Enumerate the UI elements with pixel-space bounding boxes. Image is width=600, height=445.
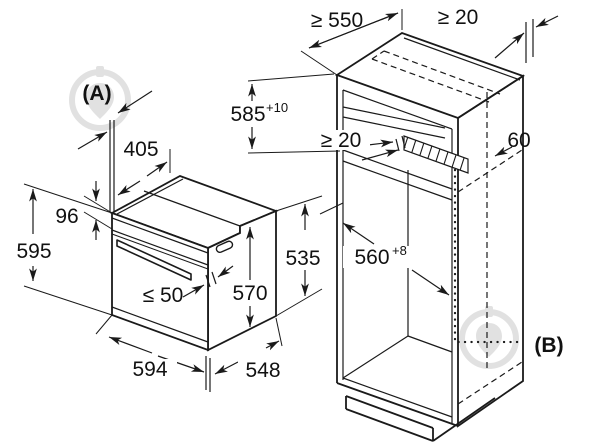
view-b-marker: (B)	[534, 334, 563, 357]
cabinet-top-fill	[337, 33, 523, 118]
oven-drawing	[109, 175, 279, 352]
dim-oven-depth: 548	[245, 359, 280, 382]
dim-oven-body-height: 570	[232, 282, 267, 305]
dim-niche-width: 560	[354, 246, 389, 269]
cabinet-side-fill	[458, 76, 523, 426]
watermark-logo-b	[459, 306, 519, 369]
dim-rear-gap-top: ≥ 20	[438, 6, 479, 29]
dim-vent-gap: ≥ 20	[321, 129, 362, 152]
vent-shelf-edge	[342, 149, 453, 190]
dim-oven-height: 595	[16, 240, 51, 263]
dim-niche-width-tolerance: +8	[392, 243, 407, 258]
dim-oven-rear-height: 535	[285, 247, 320, 270]
side-grip-hole	[215, 240, 234, 254]
control-panel-edge	[111, 229, 209, 266]
door-bottom-edge	[111, 306, 209, 343]
dim-oven-width: 594	[132, 358, 167, 381]
dim-niche-height: 585	[230, 103, 265, 126]
dim-niche-height-tolerance: +10	[266, 100, 288, 115]
dim-niche-depth-min: ≥ 550	[311, 9, 363, 32]
dim-vent-strip: 60	[507, 129, 530, 152]
watermark-logo-a	[69, 66, 131, 131]
dimension-annotations: (A) 405 96 595 ≤ 50 570	[11, 6, 564, 392]
door-handle	[116, 239, 192, 281]
dim-front-clearance: ≤ 50	[143, 284, 184, 307]
dim-control-panel-height: 96	[55, 205, 78, 228]
view-a-marker: (A)	[82, 82, 111, 105]
dim-oven-top-depth: 405	[123, 138, 158, 161]
